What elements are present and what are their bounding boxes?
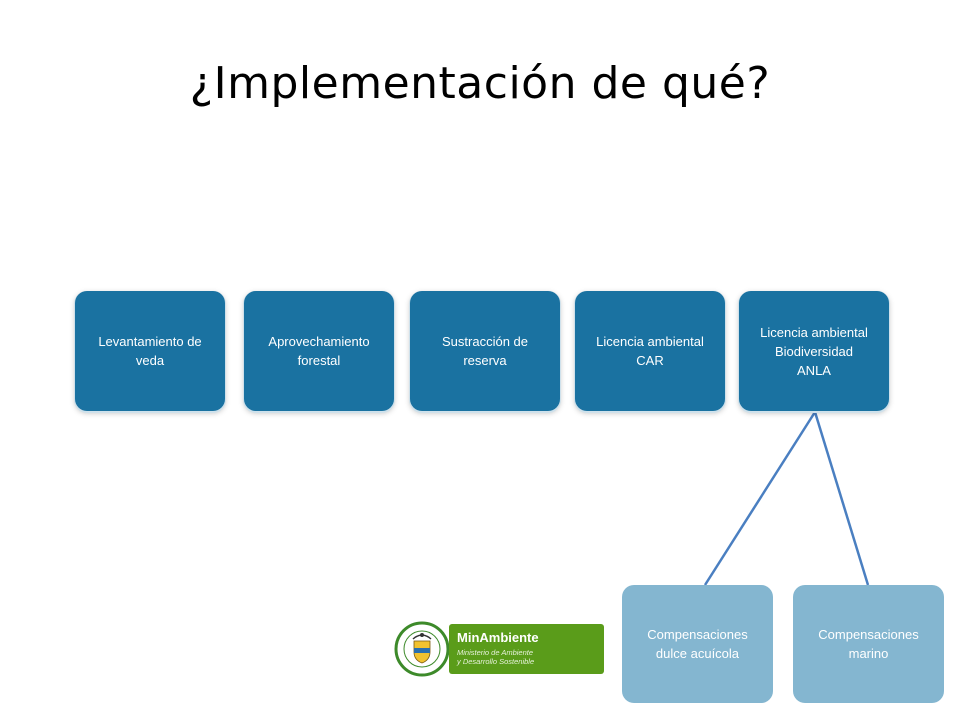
logo-subtitle-line2: y Desarrollo Sostenible: [457, 657, 535, 666]
box-compensaciones-dulce-acuicola: Compensaciones dulce acuícola: [622, 585, 773, 703]
connector-to-dulce-acuicola: [703, 411, 817, 586]
logo-panel: MinAmbiente Ministerio de Ambiente y Des…: [449, 624, 604, 674]
box-sustraccion-de-reserva: Sustracción de reserva: [410, 291, 560, 411]
logo-name: MinAmbiente: [457, 630, 539, 645]
slide-title: ¿Implementación de qué?: [189, 58, 771, 109]
colombia-seal-icon: [394, 621, 450, 677]
connector-to-marino: [813, 411, 870, 586]
box-compensaciones-marino: Compensaciones marino: [793, 585, 944, 703]
box-licencia-ambiental-car: Licencia ambiental CAR: [575, 291, 725, 411]
box-levantamiento-de-veda: Levantamiento de veda: [75, 291, 225, 411]
minambiente-logo: MinAmbiente Ministerio de Ambiente y Des…: [393, 621, 604, 677]
logo-subtitle-line1: Ministerio de Ambiente: [457, 648, 534, 657]
box-licencia-ambiental-anla: Licencia ambiental Biodiversidad ANLA: [739, 291, 889, 411]
box-aprovechamiento-forestal: Aprovechamiento forestal: [244, 291, 394, 411]
